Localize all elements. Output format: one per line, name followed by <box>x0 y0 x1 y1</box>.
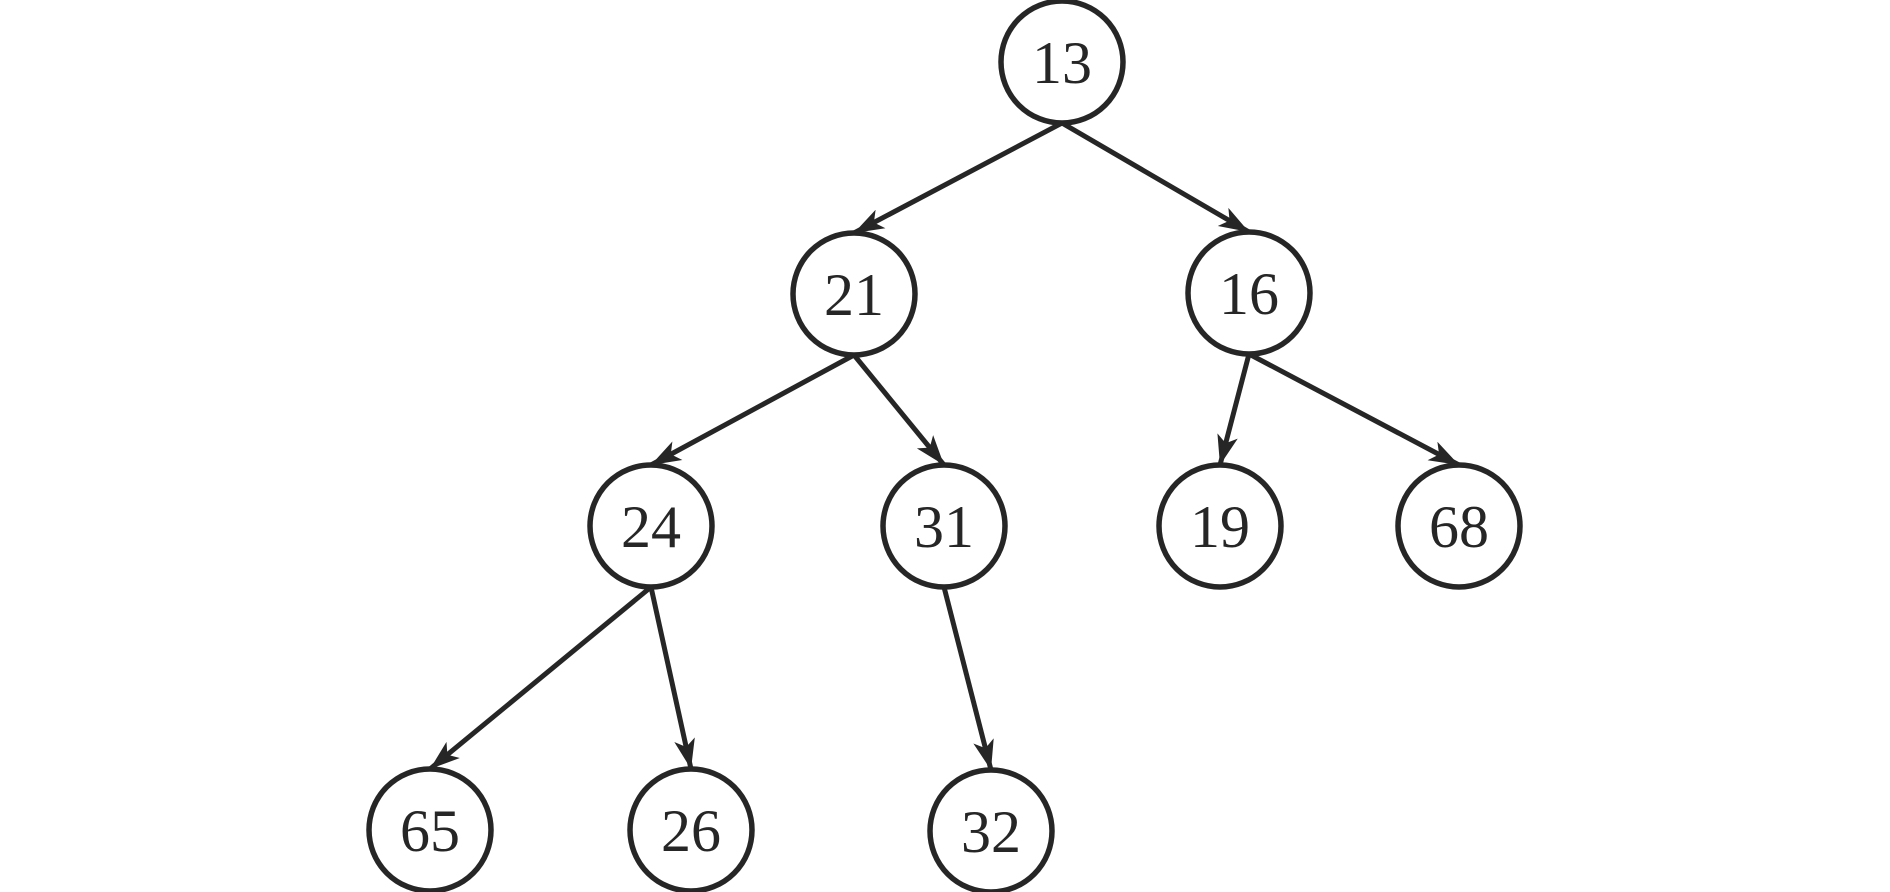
tree-node: 65 <box>366 766 494 892</box>
tree-node: 68 <box>1395 462 1523 590</box>
tree-node-value: 21 <box>824 262 884 328</box>
tree-node-circle <box>1156 462 1284 590</box>
tree-node-circle <box>1395 462 1523 590</box>
tree-node-circle <box>627 766 755 892</box>
tree-node: 31 <box>880 462 1008 590</box>
tree-edge <box>852 353 946 467</box>
tree-edge <box>1060 120 1251 235</box>
tree-node-value: 13 <box>1032 30 1092 96</box>
tree-node-value: 26 <box>661 798 721 864</box>
nodes-layer: 13 21 16 24 31 19 68 65 26 32 <box>366 0 1523 892</box>
tree-node-value: 19 <box>1190 494 1250 560</box>
tree-node-circle <box>880 462 1008 590</box>
tree-edge <box>649 352 856 468</box>
tree-node-circle <box>998 0 1126 126</box>
tree-node-value: 68 <box>1429 494 1489 560</box>
tree-node-circle <box>587 462 715 590</box>
tree-node: 21 <box>790 230 918 358</box>
tree-node-circle <box>1185 229 1313 357</box>
tree-node-circle <box>790 230 918 358</box>
tree-node: 32 <box>927 767 1055 892</box>
tree-node: 26 <box>627 766 755 892</box>
tree-node-value: 65 <box>400 798 460 864</box>
tree-node-circle <box>927 767 1055 892</box>
tree-edge <box>1217 353 1252 466</box>
tree-node-value: 32 <box>961 799 1021 865</box>
tree-node: 13 <box>998 0 1126 126</box>
tree-node-value: 24 <box>621 494 681 560</box>
tree-edge <box>852 120 1064 236</box>
tree-edge <box>648 586 695 770</box>
tree-node-value: 31 <box>914 494 974 560</box>
tree-node: 24 <box>587 462 715 590</box>
tree-node-value: 16 <box>1219 261 1279 327</box>
tree-edge <box>1247 351 1461 468</box>
tree-node-circle <box>366 766 494 892</box>
tree-node: 16 <box>1185 229 1313 357</box>
tree-edge <box>428 585 653 771</box>
tree-node: 19 <box>1156 462 1284 590</box>
tree-edge <box>941 586 994 771</box>
edges-layer <box>428 120 1461 771</box>
